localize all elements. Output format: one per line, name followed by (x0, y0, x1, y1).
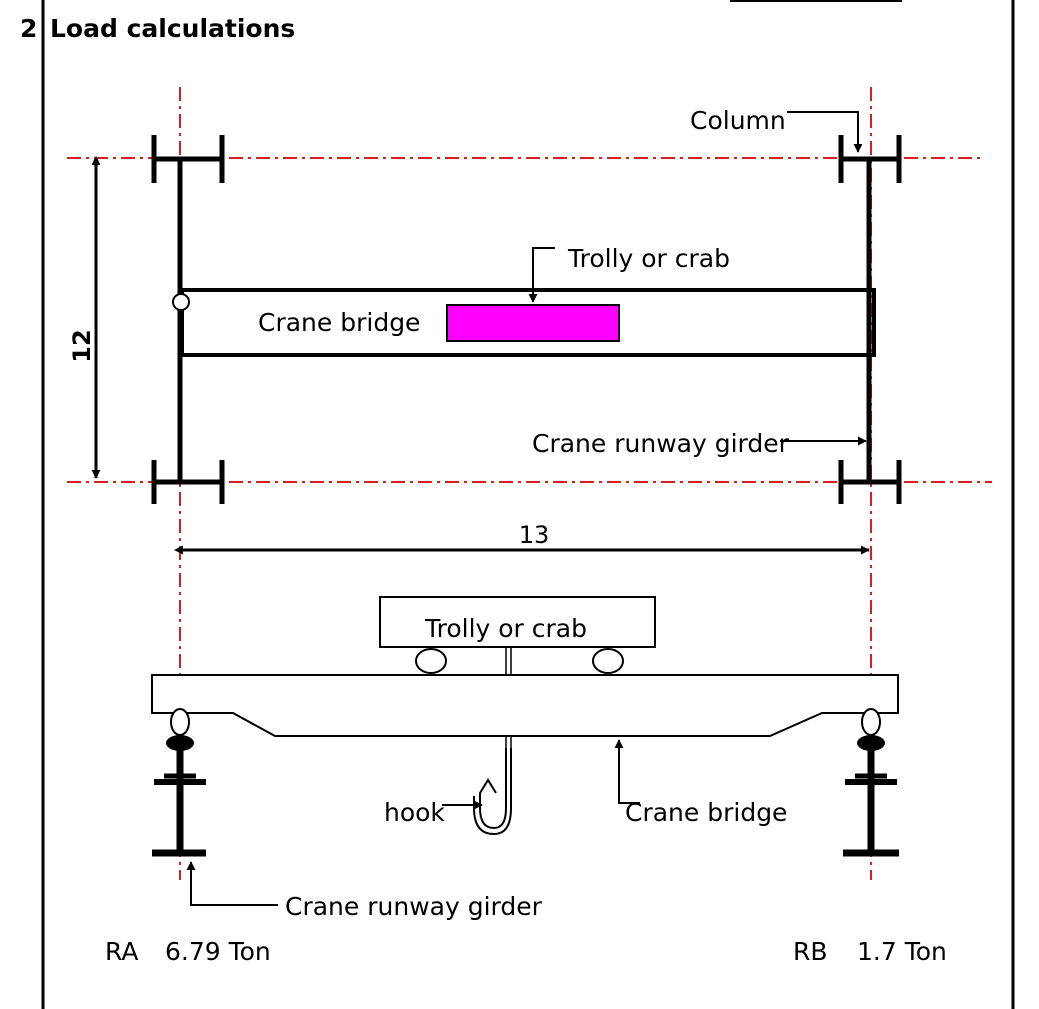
column-leader (787, 111, 863, 153)
support-right (843, 708, 899, 857)
bridge-pin (172, 293, 190, 311)
reaction-b-label: RB (793, 937, 828, 966)
reaction-b-value: 1.7 Ton (857, 937, 947, 966)
section-title: Load calculations (50, 14, 295, 43)
hook (473, 748, 512, 836)
crane-bridge-elevation (151, 674, 899, 737)
runway-girder-elevation-leader (186, 861, 278, 906)
runway-girder-plan-label: Crane runway girder (532, 429, 790, 458)
reaction-a-value: 6.79 Ton (165, 937, 271, 966)
trolly-wheel-left (415, 648, 447, 674)
trolly-plan-label: Trolly or crab (567, 244, 730, 273)
trolly-elevation (379, 596, 656, 648)
column-top-right (838, 135, 902, 183)
crane-bridge-plan-label: Crane bridge (258, 308, 420, 337)
trolly-elevation-label: Trolly or crab (424, 614, 587, 643)
support-left (152, 708, 206, 857)
column-top-left (151, 135, 225, 183)
column-label: Column (690, 106, 786, 135)
hook-label: hook (384, 798, 445, 827)
trolly-plan (446, 304, 620, 342)
column-bottom-left (151, 460, 225, 504)
trolly-wheel-right (592, 648, 624, 674)
section-number: 2 (20, 14, 37, 43)
reaction-a-label: RA (105, 937, 138, 966)
trolly-plan-leader (528, 247, 555, 303)
crane-bridge-elevation-leader (614, 739, 640, 804)
crane-bridge-elevation-label: Crane bridge (625, 798, 787, 827)
dimension-height-value: 12 (68, 329, 96, 362)
runway-girder-elevation-label: Crane runway girder (285, 892, 543, 921)
dimension-width-value: 13 (519, 521, 550, 549)
crane-bridge-plan (180, 288, 876, 357)
column-bottom-right (838, 460, 902, 504)
